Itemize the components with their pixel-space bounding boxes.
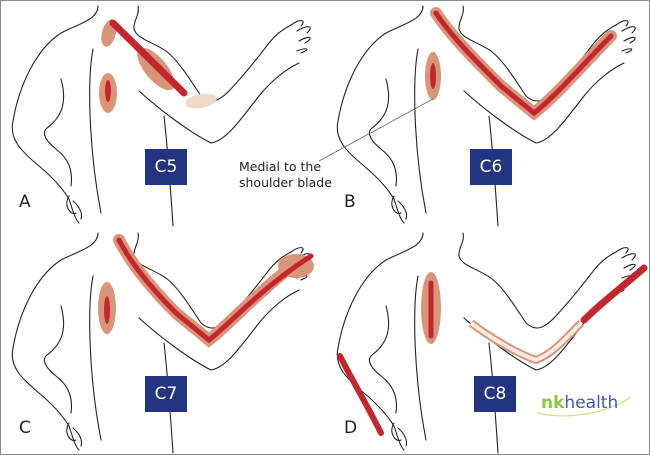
panel-label-a: A: [19, 192, 31, 212]
level-box-c7: C7: [145, 376, 187, 412]
level-box-c6: C6: [470, 149, 512, 185]
callout-medial-shoulder-blade: Medial to the shoulder blade: [239, 159, 332, 190]
panel-a-figure: [11, 5, 311, 227]
panel-label-d: D: [344, 418, 358, 438]
panel-d-figure: [336, 232, 648, 454]
panel-b-figure: [318, 5, 636, 227]
panel-label-c: C: [19, 418, 31, 438]
logo-swoosh: [536, 396, 632, 417]
panel-label-b: B: [344, 192, 356, 212]
panel-c-figure: [11, 232, 314, 454]
level-box-c5: C5: [145, 149, 187, 185]
logo-suffix: health: [564, 393, 619, 413]
level-box-c8: C8: [474, 376, 516, 412]
nkhealth-logo: nkhealth: [541, 393, 618, 413]
logo-prefix: nk: [541, 393, 565, 413]
